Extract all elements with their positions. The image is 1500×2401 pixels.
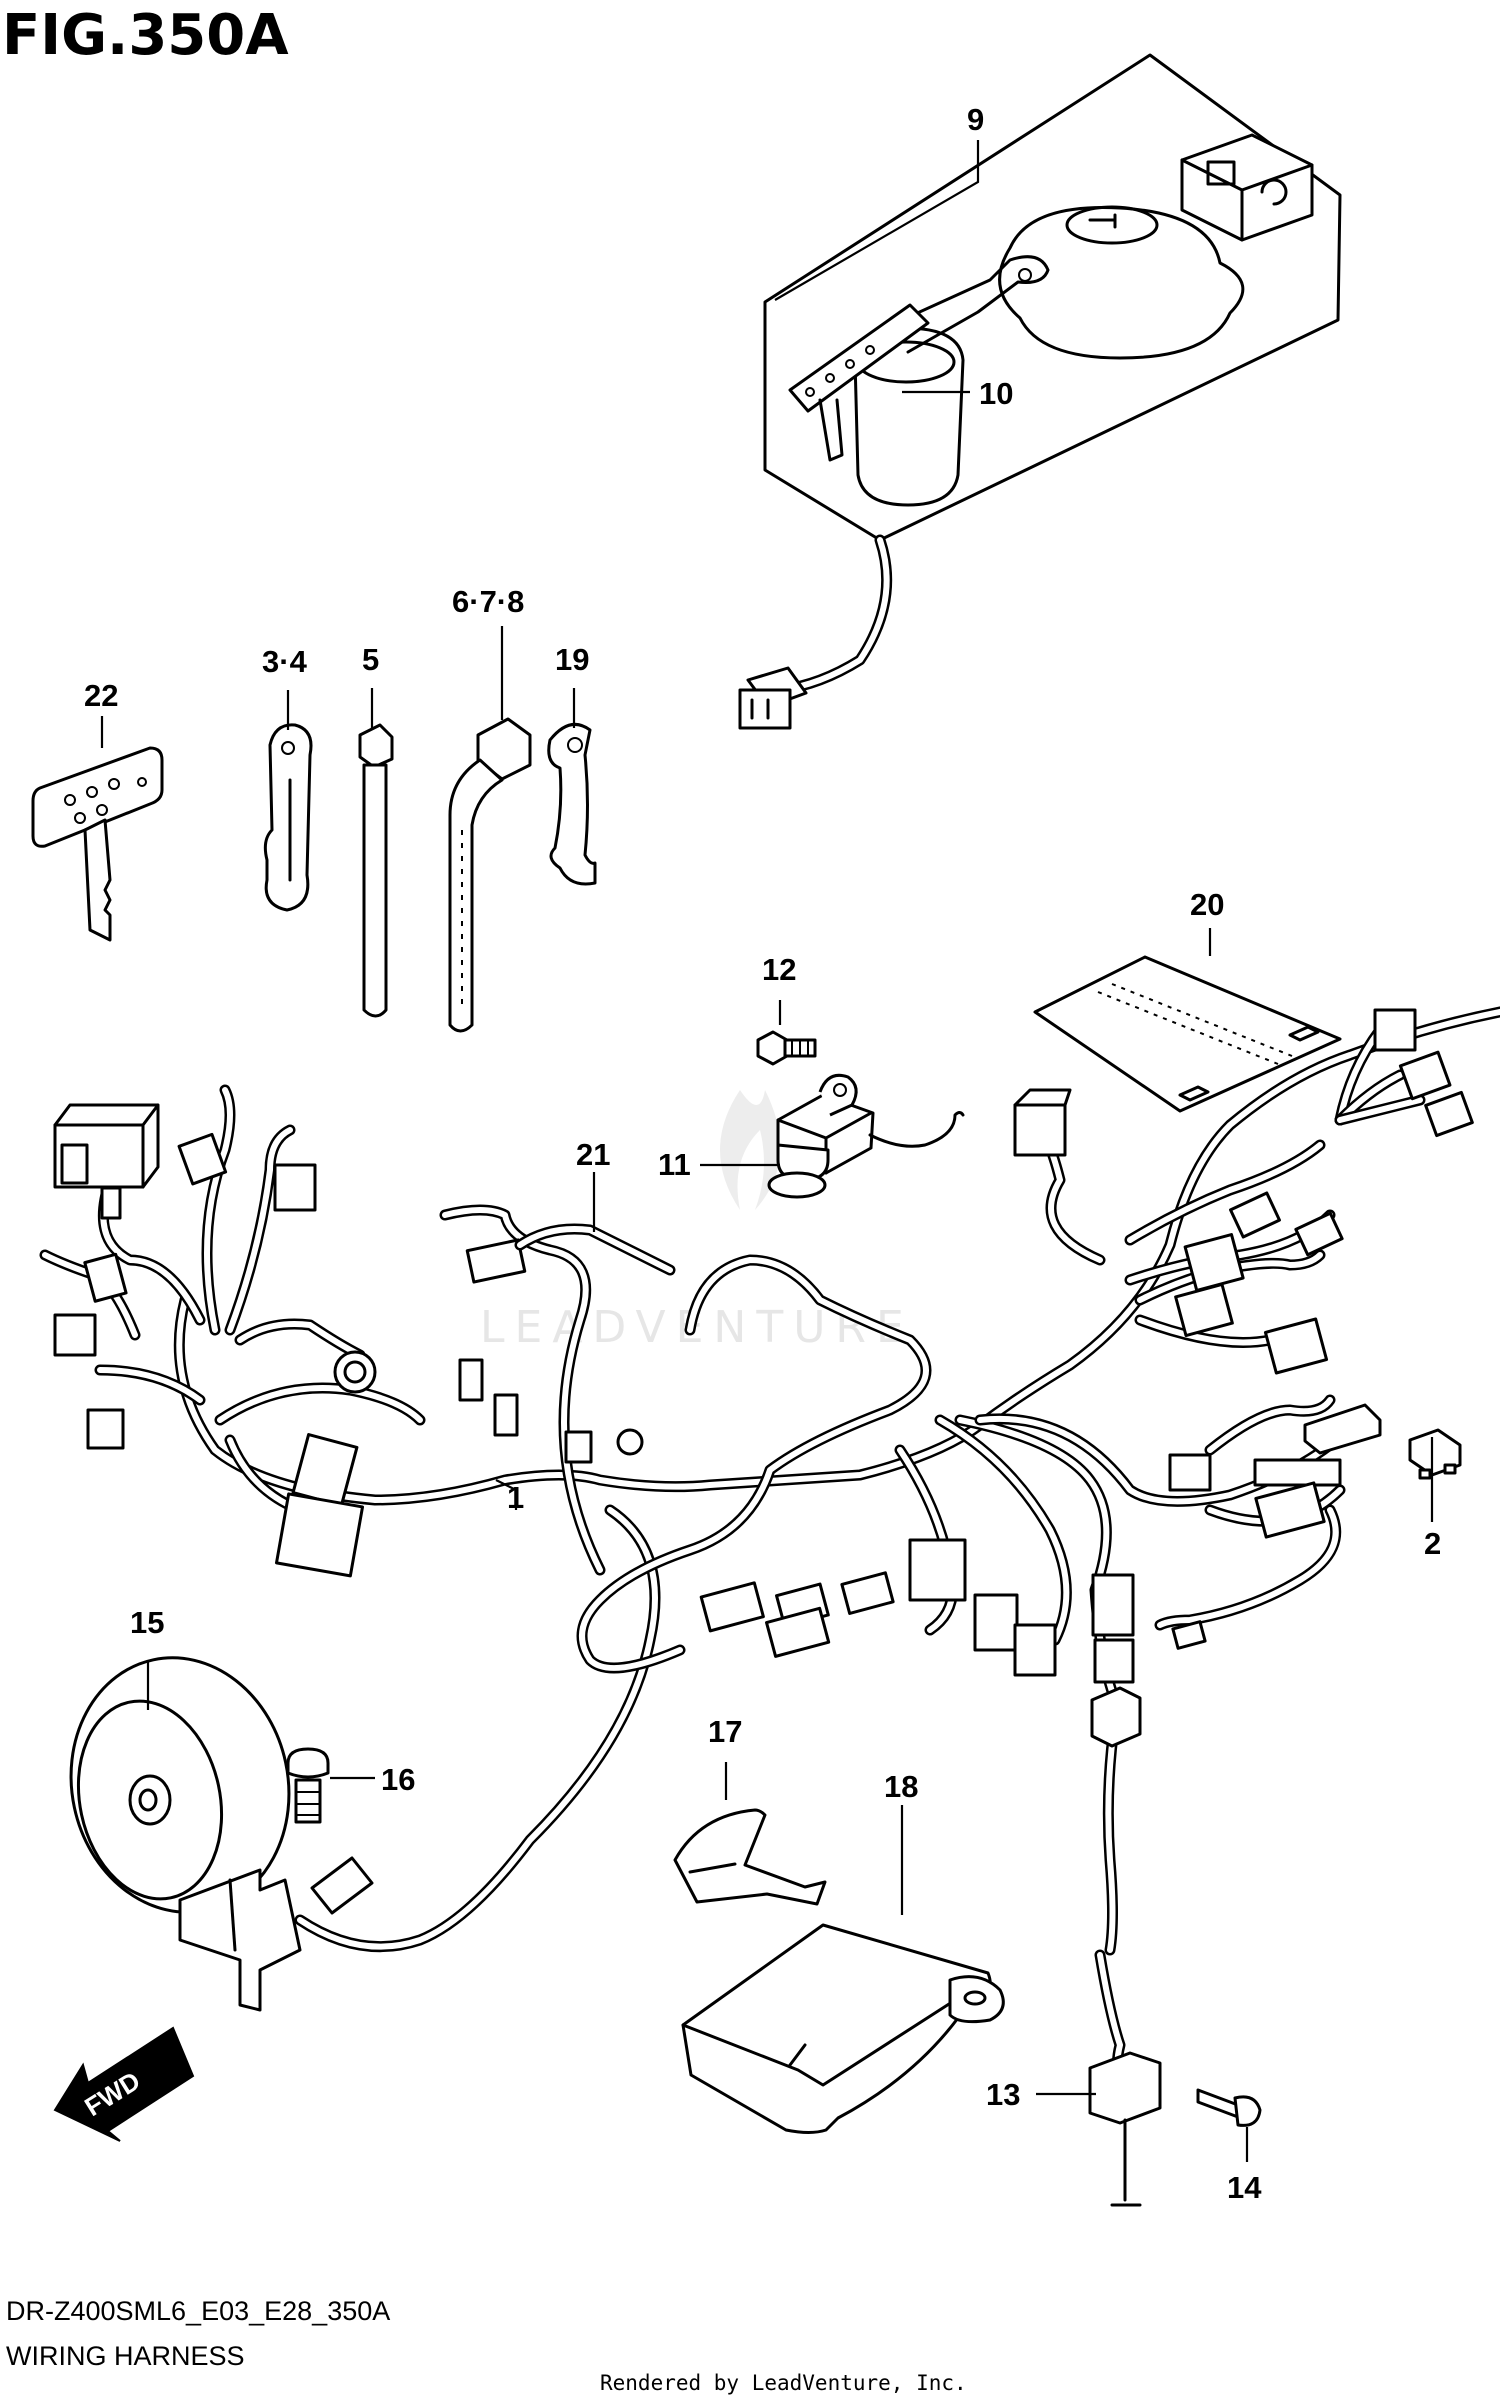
- screw-14[interactable]: [1196, 2088, 1262, 2127]
- callout-22: 22: [84, 678, 118, 713]
- key-blank[interactable]: [31, 746, 164, 942]
- main-wiring-harness[interactable]: [39, 990, 1500, 1953]
- callout-5: 5: [362, 642, 379, 677]
- bracket-18[interactable]: [681, 1923, 1005, 2134]
- ignition-switch-set[interactable]: [738, 53, 1342, 730]
- callout-10: 10: [979, 376, 1013, 411]
- callout-13: 13: [986, 2077, 1020, 2112]
- cover-17[interactable]: [673, 1808, 827, 1906]
- callout-16: 16: [381, 1762, 415, 1797]
- clamp-3-4[interactable]: [263, 723, 313, 912]
- callout-14: 14: [1227, 2170, 1262, 2205]
- fwd-arrow: FWD: [53, 2026, 195, 2142]
- clamp-tie-6-7-8[interactable]: [448, 717, 532, 1033]
- callout-3-4: 3·4: [262, 644, 308, 679]
- horn-15[interactable]: [48, 1637, 313, 2012]
- figure-title: FIG.350A: [2, 3, 289, 68]
- cable-tie-5[interactable]: [358, 723, 394, 1018]
- callout-1: 1: [507, 1480, 524, 1515]
- clamp-19[interactable]: [547, 722, 597, 886]
- callout-12: 12: [762, 952, 796, 987]
- switch-11[interactable]: [767, 1073, 965, 1199]
- callout-numbers: 1 2 3·4 5 6·7·8 9 10 11 12 13 14 15 16 1…: [84, 102, 1441, 2205]
- callout-21: 21: [576, 1137, 610, 1172]
- callout-6-7-8: 6·7·8: [452, 584, 524, 619]
- figure-name: WIRING HARNESS: [6, 2341, 245, 2371]
- callout-9: 9: [967, 102, 984, 137]
- bolt-12[interactable]: [756, 1030, 817, 1066]
- leader-lines: [100, 140, 1434, 2162]
- callout-18: 18: [884, 1769, 918, 1804]
- wiring-label-sheet[interactable]: [1033, 955, 1342, 1113]
- callout-20: 20: [1190, 887, 1224, 922]
- callout-19: 19: [555, 642, 589, 677]
- bolt-16[interactable]: [286, 1747, 330, 1824]
- callout-17: 17: [708, 1714, 742, 1749]
- figure-code: DR-Z400SML6_E03_E28_350A: [6, 2296, 390, 2326]
- callout-15: 15: [130, 1605, 164, 1640]
- callout-11: 11: [658, 1147, 691, 1182]
- callout-2: 2: [1424, 1526, 1441, 1561]
- horn-connector[interactable]: [310, 1856, 374, 1915]
- sensor-13[interactable]: [1088, 1686, 1162, 2207]
- render-credit: Rendered by LeadVenture, Inc.: [600, 2371, 967, 2395]
- sub-harness-21[interactable]: [514, 1223, 676, 1276]
